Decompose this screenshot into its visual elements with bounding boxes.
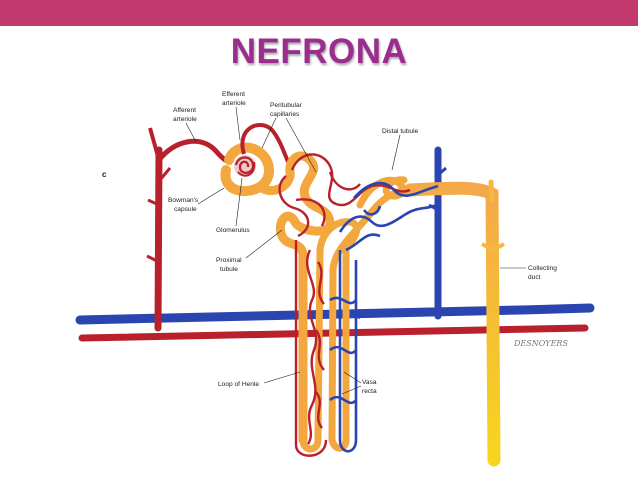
- label-afferent-arteriole: Afferent arteriole: [173, 107, 197, 143]
- artery-branch: [158, 167, 172, 181]
- afferent-arteriole-vessel: [157, 138, 233, 165]
- label-proximal-tubule: Proximal tubule: [216, 229, 283, 273]
- renal-vein-horizontal: [75, 303, 595, 325]
- bowmans-capsule-shape: [220, 142, 274, 197]
- svg-text:tubule: tubule: [220, 266, 238, 273]
- label-collecting-duct: Collecting duct: [500, 265, 557, 281]
- label-glomerulus: Glomerulus: [216, 177, 250, 234]
- collecting-duct-vessel: [403, 181, 501, 467]
- interlobular-artery: [154, 146, 163, 332]
- label-efferent-arteriole: Efferent arteriole: [222, 91, 246, 141]
- label-distal-tubule: Distal tubule: [382, 128, 419, 171]
- svg-text:Afferent: Afferent: [173, 107, 196, 114]
- svg-text:capillaries: capillaries: [270, 111, 300, 118]
- glomerulus-tuft: [234, 155, 256, 177]
- svg-text:capsule: capsule: [174, 206, 197, 213]
- svg-text:Loop of Henle: Loop of Henle: [218, 381, 259, 388]
- venous-capillaries-network: [329, 181, 439, 453]
- collecting-duct-branch: [488, 179, 495, 203]
- peritubular-capillaries-network: [278, 153, 411, 457]
- label-loop-of-henle: Loop of Henle: [218, 371, 301, 388]
- artery-branch: [147, 198, 160, 207]
- svg-text:Vasa: Vasa: [362, 379, 377, 386]
- svg-text:duct: duct: [528, 274, 541, 281]
- slide-title: NEFRONA: [230, 32, 408, 71]
- svg-text:Efferent: Efferent: [222, 91, 245, 98]
- svg-text:recta: recta: [362, 388, 377, 395]
- panel-letter: c: [102, 170, 107, 179]
- svg-text:Bowman's: Bowman's: [168, 197, 199, 204]
- svg-text:Distal tubule: Distal tubule: [382, 128, 419, 135]
- top-bar: [0, 0, 638, 26]
- artist-signature: DESNOYERS: [513, 339, 568, 348]
- svg-text:arteriole: arteriole: [173, 116, 197, 123]
- collecting-duct-branch: [492, 242, 505, 252]
- label-bowmans-capsule: Bowman's capsule: [168, 187, 225, 213]
- efferent-arteriole-vessel: [240, 123, 294, 172]
- collecting-duct-branch: [481, 242, 494, 252]
- svg-text:Glomerulus: Glomerulus: [216, 227, 250, 234]
- svg-text:Collecting: Collecting: [528, 265, 557, 272]
- proximal-tubule-shape: [257, 151, 335, 445]
- svg-text:Proximal: Proximal: [216, 257, 242, 264]
- label-peritubular-capillaries: Peritubular capillaries: [261, 102, 317, 173]
- artery-branch: [146, 254, 160, 264]
- vein-branch: [437, 166, 447, 177]
- svg-text:Peritubular: Peritubular: [270, 102, 303, 109]
- label-vasa-recta: Vasa recta: [341, 371, 377, 395]
- artery-branch: [148, 127, 161, 161]
- svg-text:arteriole: arteriole: [222, 100, 246, 107]
